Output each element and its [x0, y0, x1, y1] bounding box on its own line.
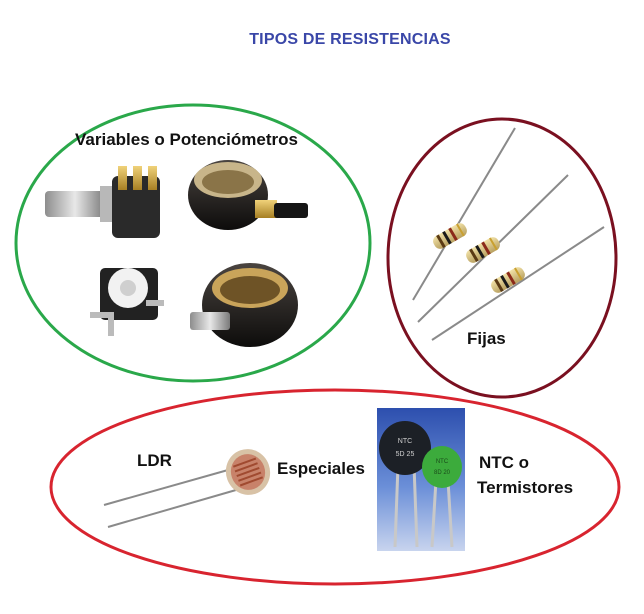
page-title: TIPOS DE RESISTENCIAS: [249, 31, 451, 48]
especiales-label: Especiales: [277, 459, 365, 478]
potentiometer-image-4: [190, 263, 298, 347]
ntc-label-line2: Termistores: [477, 478, 574, 497]
potentiometer-image-2: [188, 160, 308, 230]
fijas-ellipse: [386, 117, 618, 399]
variables-label: Variables o Potenciómetros: [75, 130, 298, 149]
fijas-label: Fijas: [467, 329, 506, 348]
ntc-image: NTC 5D 25 NTC 8D 20: [377, 408, 465, 551]
especiales-ellipse: [49, 388, 621, 586]
ldr-image: [103, 449, 271, 528]
ntc-green-text-2: 8D 20: [434, 470, 451, 476]
variables-ellipse: [14, 103, 372, 383]
fixed-resistors-image: [412, 127, 605, 341]
trimmer-image: [90, 268, 164, 336]
ldr-label: LDR: [137, 451, 172, 470]
potentiometer-image-1: [45, 166, 160, 238]
ntc-black-text-1: NTC: [398, 438, 412, 445]
ntc-label-line1: NTC o: [479, 453, 530, 472]
ntc-black-text-2: 5D 25: [396, 451, 415, 458]
ntc-green-text-1: NTC: [436, 459, 449, 465]
